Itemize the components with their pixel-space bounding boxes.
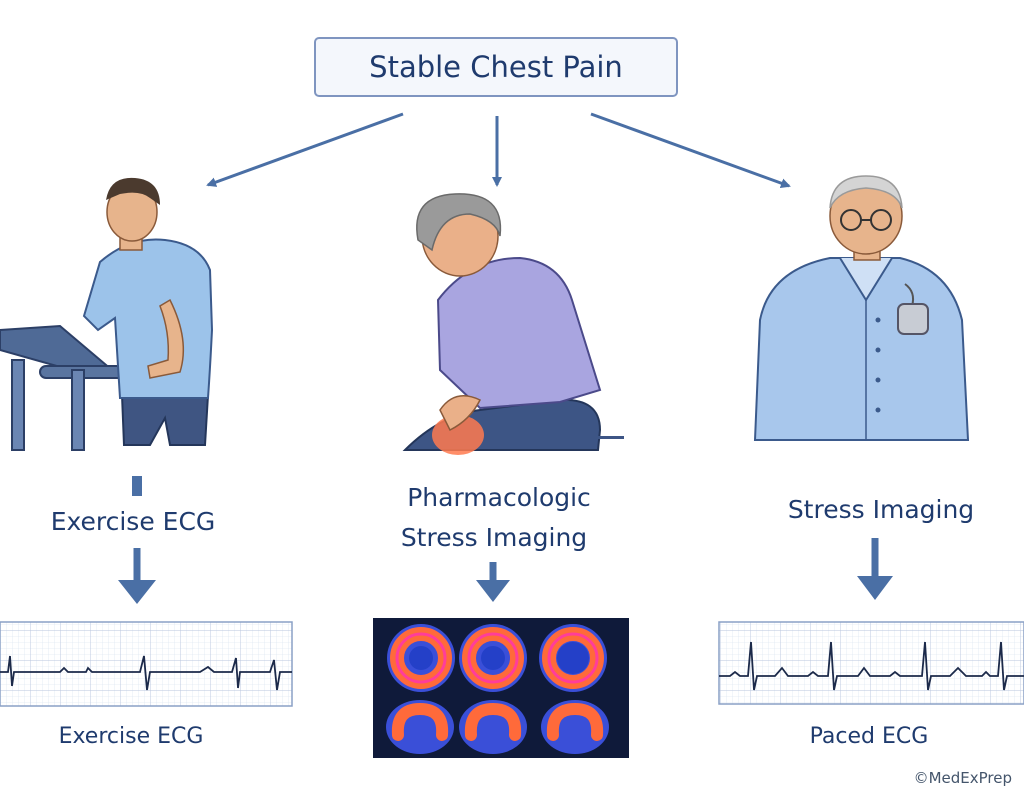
paced-ecg-strip <box>718 621 1024 705</box>
seated-woman-knee-pain-illustration <box>402 193 624 455</box>
copyright-text: ©MedExPrep <box>914 769 1012 787</box>
treadmill-runner-illustration <box>0 177 214 451</box>
arrow-to-exercise <box>206 112 404 187</box>
perfusion-scan-ring-edge <box>467 632 519 684</box>
exercise-ecg-strip <box>0 621 293 707</box>
method-pharmacologic-line1: Pharmacologic <box>407 483 591 512</box>
perfusion-scan-grid <box>373 618 629 758</box>
arrow-to-stress-imaging <box>590 112 791 188</box>
perfusion-scan-arc <box>391 702 449 741</box>
method-pharmacologic-line2: Stress Imaging <box>401 523 587 552</box>
perfusion-scan-ring-edge <box>395 632 447 684</box>
top-node-label: Stable Chest Pain <box>369 50 623 84</box>
arrow-pharmacologic-down-head <box>476 580 510 602</box>
connector-exercise <box>132 476 142 496</box>
older-man-with-device-illustration <box>753 175 970 441</box>
result-paced-ecg: Paced ECG <box>810 724 929 749</box>
method-stress-imaging: Stress Imaging <box>788 495 974 524</box>
perfusion-scan-cavity <box>481 646 505 670</box>
arrow-stress-down-head <box>857 576 893 600</box>
perfusion-scan-cavity <box>409 646 433 670</box>
perfusion-scan-arc <box>464 702 522 741</box>
perfusion-scan-cavity <box>557 642 589 674</box>
arrow-exercise-down-head <box>118 580 156 604</box>
result-exercise-ecg: Exercise ECG <box>59 724 204 749</box>
method-exercise-ecg: Exercise ECG <box>51 507 216 536</box>
perfusion-scan-arc <box>546 702 604 741</box>
perfusion-scan-ring-edge <box>547 632 599 684</box>
stable-chest-pain-node: Stable Chest Pain <box>314 37 678 97</box>
